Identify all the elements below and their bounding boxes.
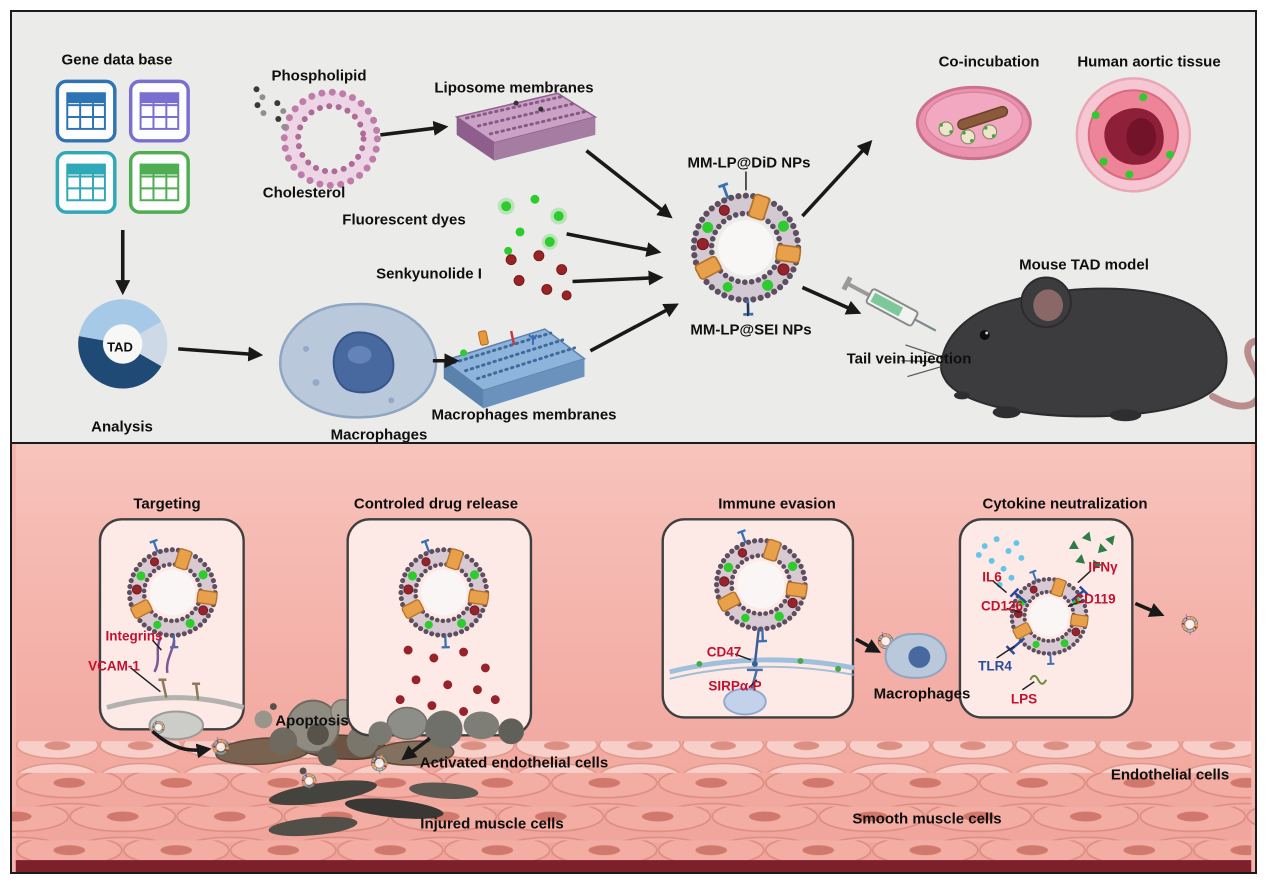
cholesterol-molecules-icon bbox=[253, 86, 288, 130]
apoptosis-label: Apoptosis bbox=[275, 712, 349, 730]
tail-vein-injection-label: Tail vein injection bbox=[846, 350, 972, 368]
fluorescent-dye-dots bbox=[497, 194, 568, 255]
co-incubation-label: Co-incubation bbox=[938, 53, 1040, 71]
vcam1-label: VCAM-1 bbox=[88, 658, 140, 674]
mouse-tad-model-label: Mouse TAD model bbox=[1019, 256, 1149, 274]
injured-muscle-cells-icon bbox=[268, 780, 479, 837]
senkyunolide-dots bbox=[505, 250, 572, 301]
tlr4-label: TLR4 bbox=[978, 658, 1012, 674]
phospholipid-ring-icon bbox=[280, 88, 381, 189]
nanoparticle-icon bbox=[694, 184, 801, 315]
adventitia-strip bbox=[15, 860, 1252, 872]
macrophages-label: Macrophages bbox=[330, 426, 428, 444]
petri-dish-icon bbox=[915, 85, 1032, 161]
liposome-membranes-label: Liposome membranes bbox=[434, 79, 594, 97]
injured-muscle-label: Injured muscle cells bbox=[420, 815, 564, 833]
sirpa-label: SIRPα-P bbox=[708, 678, 762, 694]
ifn-gamma-label: IFNγ bbox=[1088, 559, 1118, 575]
mechanism-panel: Targeting Controled drug release Immune … bbox=[10, 442, 1257, 874]
macrophage-membrane-icon bbox=[442, 328, 587, 409]
ifn-molecules bbox=[1068, 531, 1115, 570]
immune-evasion-card-content bbox=[669, 530, 855, 716]
macrophage-icon bbox=[279, 302, 438, 419]
macrophages-bottom-label: Macrophages bbox=[873, 685, 971, 703]
gene-database-label: Gene data base bbox=[61, 51, 173, 69]
aortic-tissue-icon bbox=[1075, 77, 1192, 193]
phospholipid-label: Phospholipid bbox=[271, 67, 367, 85]
cytokine-title: Cytokine neutralization bbox=[982, 495, 1148, 513]
human-aortic-tissue-label: Human aortic tissue bbox=[1077, 53, 1221, 71]
controlled-release-title: Controled drug release bbox=[353, 495, 519, 513]
flow-arrows bbox=[115, 120, 873, 369]
smooth-muscle-cells-label: Smooth muscle cells bbox=[852, 810, 1002, 828]
macrophage-bottom-icon bbox=[884, 632, 948, 679]
analysis-label: Analysis bbox=[91, 418, 153, 436]
endothelial-cells-label: Endothelial cells bbox=[1110, 766, 1230, 784]
macrophages-membranes-label: Macrophages membranes bbox=[431, 406, 617, 424]
syringe-icon bbox=[841, 276, 937, 332]
np-sei-label: MM-LP@SEI NPs bbox=[690, 321, 812, 339]
cytokine-card-content bbox=[975, 531, 1115, 691]
mouse-icon bbox=[901, 276, 1255, 422]
il6-molecules bbox=[975, 536, 1025, 588]
cd47-label: CD47 bbox=[706, 644, 742, 660]
synthesis-illustration bbox=[55, 77, 1255, 422]
liposome-membrane-icon bbox=[454, 92, 598, 161]
senkyunolide-label: Senkyunolide I bbox=[376, 265, 482, 283]
targeting-card-content bbox=[106, 540, 245, 741]
controlled-release-card-content bbox=[368, 540, 525, 749]
cd119-label: CD119 bbox=[1074, 591, 1116, 607]
tad-label: TAD bbox=[107, 339, 133, 355]
targeting-title: Targeting bbox=[133, 495, 201, 513]
integrins-label: Integrins bbox=[105, 628, 163, 644]
mechanism-illustration bbox=[12, 444, 1255, 872]
cell-layers bbox=[12, 741, 1255, 872]
cd126-label: CD126 bbox=[980, 598, 1024, 614]
np-did-label: MM-LP@DiD NPs bbox=[687, 154, 811, 172]
mechanism-arrows bbox=[151, 601, 1165, 761]
activated-endothelial-label: Activated endothelial cells bbox=[419, 754, 609, 772]
cholesterol-label: Cholesterol bbox=[262, 184, 346, 202]
lps-label: LPS bbox=[1010, 691, 1038, 707]
fluorescent-dyes-label: Fluorescent dyes bbox=[342, 211, 466, 229]
gene-database-icons bbox=[55, 79, 190, 214]
il6-label: IL6 bbox=[982, 569, 1002, 585]
tad-donut-chart bbox=[78, 299, 168, 389]
immune-evasion-title: Immune evasion bbox=[718, 495, 836, 513]
synthesis-panel: Gene data base TAD Analysis Phospholipid… bbox=[10, 10, 1257, 444]
